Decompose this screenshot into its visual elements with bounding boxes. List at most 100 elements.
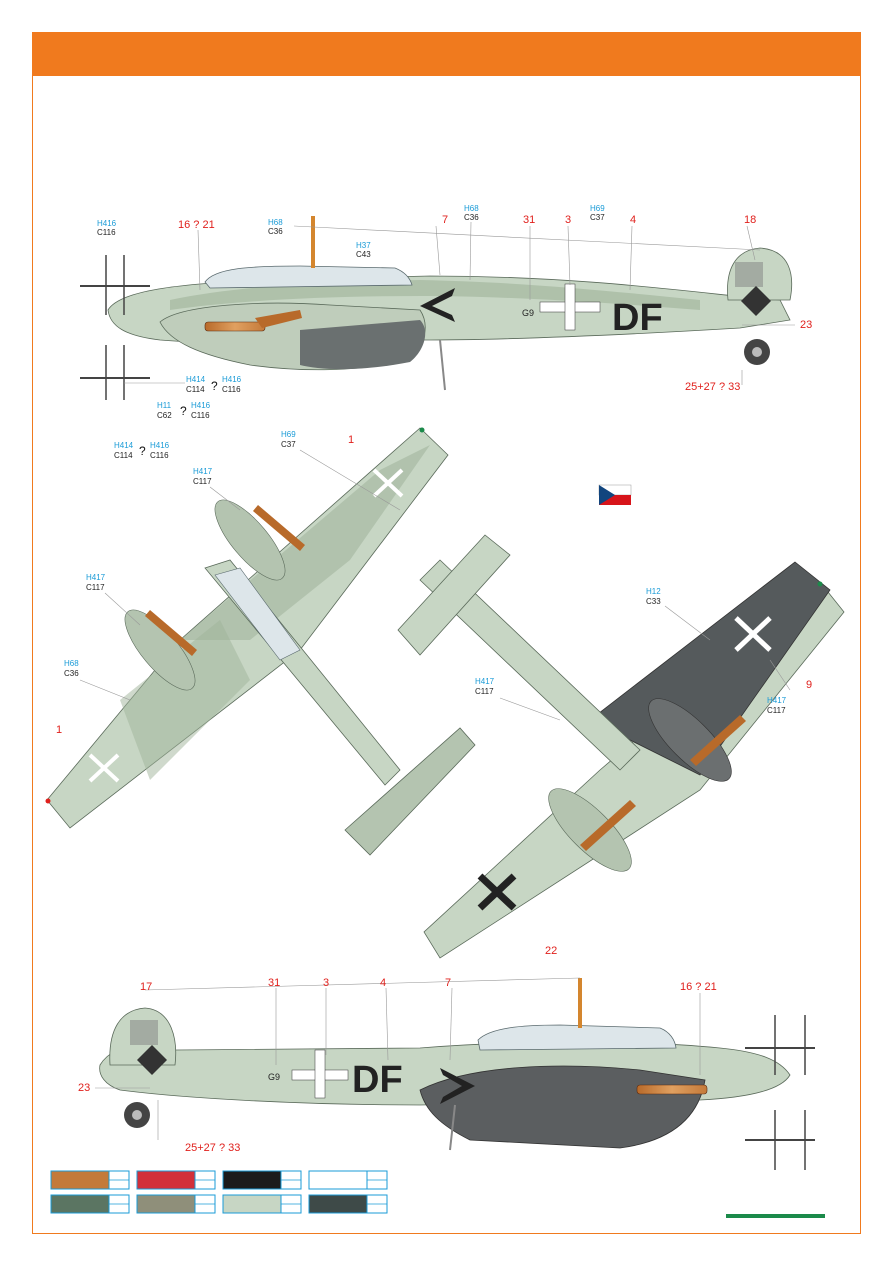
callout-7: 7 <box>442 214 448 226</box>
paint-code-h416-3: H416 C116 <box>191 401 211 420</box>
aircraft-letters: DF <box>612 297 663 339</box>
callout-1: 1 <box>56 724 62 736</box>
grey-green-swatch <box>136 1194 196 1214</box>
paint-code-h416-1: H416 C116 <box>97 219 117 237</box>
main-gear-strut <box>439 339 446 391</box>
svg-text:C117: C117 <box>86 583 105 592</box>
chevron-marking <box>440 1068 475 1104</box>
paint-code-h416-2: H416 C116 <box>222 375 242 394</box>
light-green-swatch <box>222 1194 282 1214</box>
paint-code-h68-1: H68 C36 <box>268 218 283 236</box>
swastika-box <box>741 286 771 316</box>
callout-18: 18 <box>744 214 756 226</box>
tailplane <box>344 727 476 856</box>
nav-light-red <box>45 798 51 804</box>
nacelle <box>214 499 286 581</box>
color-palette <box>50 1170 388 1214</box>
paint-code-h12: H12 C33 <box>646 587 661 606</box>
dark-green-swatch <box>50 1194 110 1214</box>
svg-text:C36: C36 <box>464 213 479 222</box>
bottom-wing-cross <box>88 753 120 783</box>
svg-text:H414: H414 <box>186 375 206 384</box>
svg-text:H416: H416 <box>191 401 211 410</box>
paint-code-h414-1: H414 C114 <box>186 375 206 394</box>
footer-bar <box>726 1214 825 1218</box>
svg-text:C37: C37 <box>590 213 605 222</box>
callout-4: 4 <box>630 214 636 226</box>
callout-23: 23 <box>800 319 812 331</box>
svg-text:H37: H37 <box>356 241 371 250</box>
svg-text:C36: C36 <box>268 227 283 236</box>
top-wing-cross <box>372 468 404 498</box>
dark-grey-swatch <box>308 1194 368 1214</box>
svg-text:H417: H417 <box>767 696 787 705</box>
callout-7: 7 <box>445 977 451 989</box>
black-swatch <box>222 1170 282 1190</box>
side-view-bottom: DF G9 17 31 3 4 7 16 ? 21 23 25+27 ? 33 <box>78 977 815 1170</box>
canopy-top <box>214 567 301 661</box>
svg-text:C117: C117 <box>193 477 212 486</box>
red-swatch <box>136 1170 196 1190</box>
svg-text:H69: H69 <box>590 204 605 213</box>
underside-fuselage <box>419 559 641 771</box>
svg-text:H417: H417 <box>86 573 106 582</box>
aircraft-letters: DF <box>352 1059 403 1101</box>
callout-25-27-33: 25+27 ? 33 <box>185 1142 240 1154</box>
callout-31: 31 <box>268 977 280 989</box>
question-mark: ? <box>180 404 187 418</box>
svg-text:H11: H11 <box>157 401 172 410</box>
callout-9: 9 <box>806 679 812 691</box>
paint-code-h68-2: H68 C36 <box>464 204 479 222</box>
paint-code-h417-4: H417 C117 <box>767 696 787 715</box>
antenna-mast <box>578 978 582 1028</box>
exhaust-stack <box>204 321 266 332</box>
svg-text:C114: C114 <box>186 385 205 394</box>
svg-text:C36: C36 <box>64 669 79 678</box>
svg-text:H12: H12 <box>646 587 661 596</box>
question-mark: ? <box>211 379 218 393</box>
svg-text:H69: H69 <box>281 430 296 439</box>
paint-code-h68-3: H68 C36 <box>64 659 79 678</box>
callout-3: 3 <box>565 214 571 226</box>
header-bar <box>32 32 861 76</box>
underside-cross-black <box>477 873 517 911</box>
page-frame <box>32 32 861 1234</box>
canopy <box>204 265 413 289</box>
unit-code: G9 <box>268 1072 280 1082</box>
camo-mottle <box>170 280 700 310</box>
callout-16-21: 16 ? 21 <box>178 219 215 231</box>
antenna-mast <box>311 216 315 268</box>
paint-code-h417-1: H417 C117 <box>193 467 213 486</box>
svg-text:H68: H68 <box>64 659 79 668</box>
svg-text:C117: C117 <box>767 706 786 715</box>
exhaust-stack <box>636 1084 708 1095</box>
callout-3: 3 <box>323 977 329 989</box>
gondola <box>419 1065 706 1149</box>
underside-cross-white <box>734 616 772 652</box>
callout-23: 23 <box>78 1082 90 1094</box>
svg-text:H417: H417 <box>475 677 495 686</box>
svg-text:H414: H414 <box>114 441 134 450</box>
svg-text:H417: H417 <box>193 467 213 476</box>
paint-code-h11: H11 C62 <box>157 401 172 420</box>
callout-1: 1 <box>348 434 354 446</box>
callout-17: 17 <box>140 981 152 993</box>
top-view: 1 1 H69 C37 H417 C117 H417 C117 H68 C36 <box>45 427 476 856</box>
exhaust <box>253 505 305 551</box>
paint-code-h37: H37 C43 <box>356 241 371 259</box>
svg-text:C114: C114 <box>114 451 133 460</box>
question-mark: ? <box>139 444 146 458</box>
nav-light-green <box>419 427 425 433</box>
paint-code-h414-2: H414 C114 <box>114 441 134 460</box>
svg-text:C116: C116 <box>150 451 169 460</box>
callout-4: 4 <box>380 977 386 989</box>
svg-text:C33: C33 <box>646 597 661 606</box>
exhaust <box>145 610 197 656</box>
svg-text:C117: C117 <box>475 687 494 696</box>
paint-code-h417-3: H417 C117 <box>475 677 495 696</box>
chevron-marking <box>420 288 455 322</box>
paint-code-h416-4: H416 C116 <box>150 441 170 460</box>
svg-text:H416: H416 <box>97 219 117 228</box>
svg-text:C62: C62 <box>157 411 172 420</box>
unit-code: G9 <box>522 308 534 318</box>
